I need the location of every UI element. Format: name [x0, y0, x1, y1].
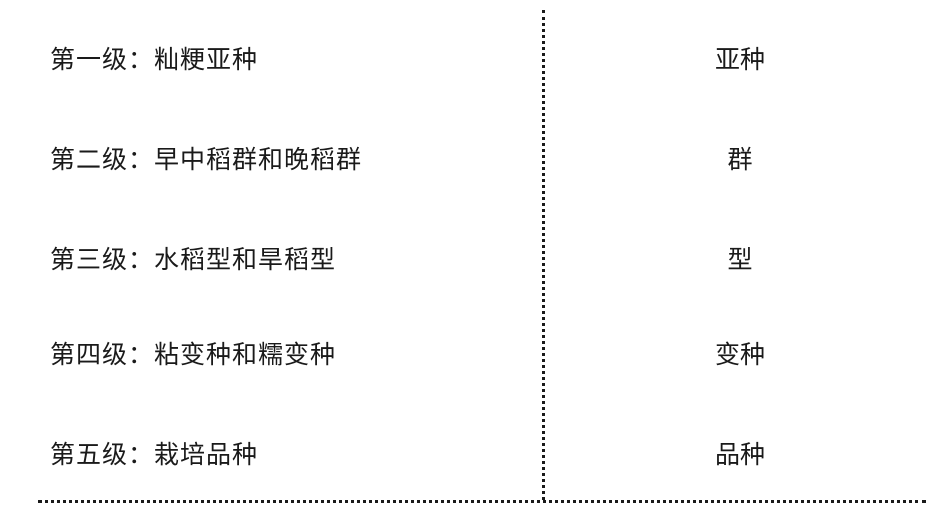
level-5-label: 第五级：栽培品种: [50, 440, 259, 469]
level-4-label: 第四级：粘变种和糯变种: [50, 340, 337, 369]
level-5-rank: 品种: [714, 440, 765, 469]
level-1-label: 第一级：籼粳亚种: [50, 45, 259, 74]
level-3-label: 第三级：水稻型和旱稻型: [50, 245, 337, 274]
level-3-rank: 型: [727, 245, 753, 274]
level-2-rank: 群: [727, 145, 753, 174]
vertical-dotted-divider: [542, 10, 545, 500]
level-1-rank: 亚种: [714, 45, 765, 74]
horizontal-dotted-divider: [38, 500, 926, 503]
level-2-label: 第二级：早中稻群和晚稻群: [50, 145, 363, 174]
level-4-rank: 变种: [714, 340, 765, 369]
